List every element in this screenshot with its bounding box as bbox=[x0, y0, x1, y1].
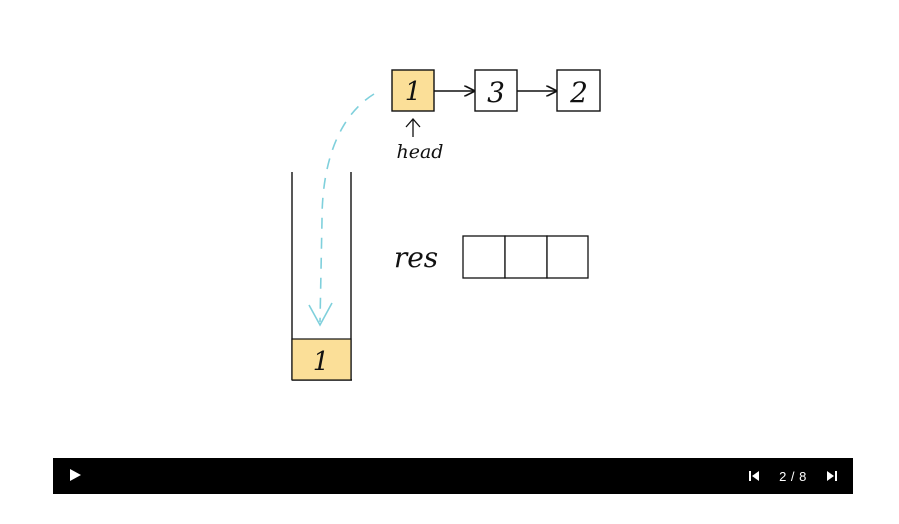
list-node: 2 bbox=[556, 69, 601, 112]
list-node-value: 2 bbox=[569, 76, 588, 109]
stack: 1 bbox=[291, 172, 352, 381]
stack-item: 1 bbox=[291, 338, 352, 381]
head-pointer: head bbox=[397, 118, 444, 163]
skip-previous-icon bbox=[748, 467, 760, 486]
list-node-value: 3 bbox=[487, 76, 505, 109]
linked-list: 1 3 2 bbox=[391, 69, 601, 112]
player-control-bar: 2 / 8 bbox=[53, 458, 853, 494]
page-counter: 2 / 8 bbox=[779, 468, 807, 484]
list-node-value: 1 bbox=[405, 77, 422, 107]
res-cell bbox=[462, 235, 506, 279]
list-node: 1 bbox=[391, 69, 435, 112]
play-button[interactable] bbox=[61, 458, 89, 494]
res-cell bbox=[504, 235, 548, 279]
res-label: res bbox=[394, 241, 438, 274]
res-array: res bbox=[394, 235, 589, 279]
skip-next-icon bbox=[826, 467, 838, 486]
play-icon bbox=[68, 467, 82, 486]
head-label: head bbox=[397, 141, 444, 163]
next-slide-button[interactable] bbox=[821, 458, 843, 494]
push-arrow-dashed bbox=[308, 93, 375, 327]
list-node: 3 bbox=[474, 69, 518, 112]
stack-item-value: 1 bbox=[313, 347, 330, 377]
previous-slide-button[interactable] bbox=[743, 458, 765, 494]
res-cell bbox=[546, 235, 589, 279]
